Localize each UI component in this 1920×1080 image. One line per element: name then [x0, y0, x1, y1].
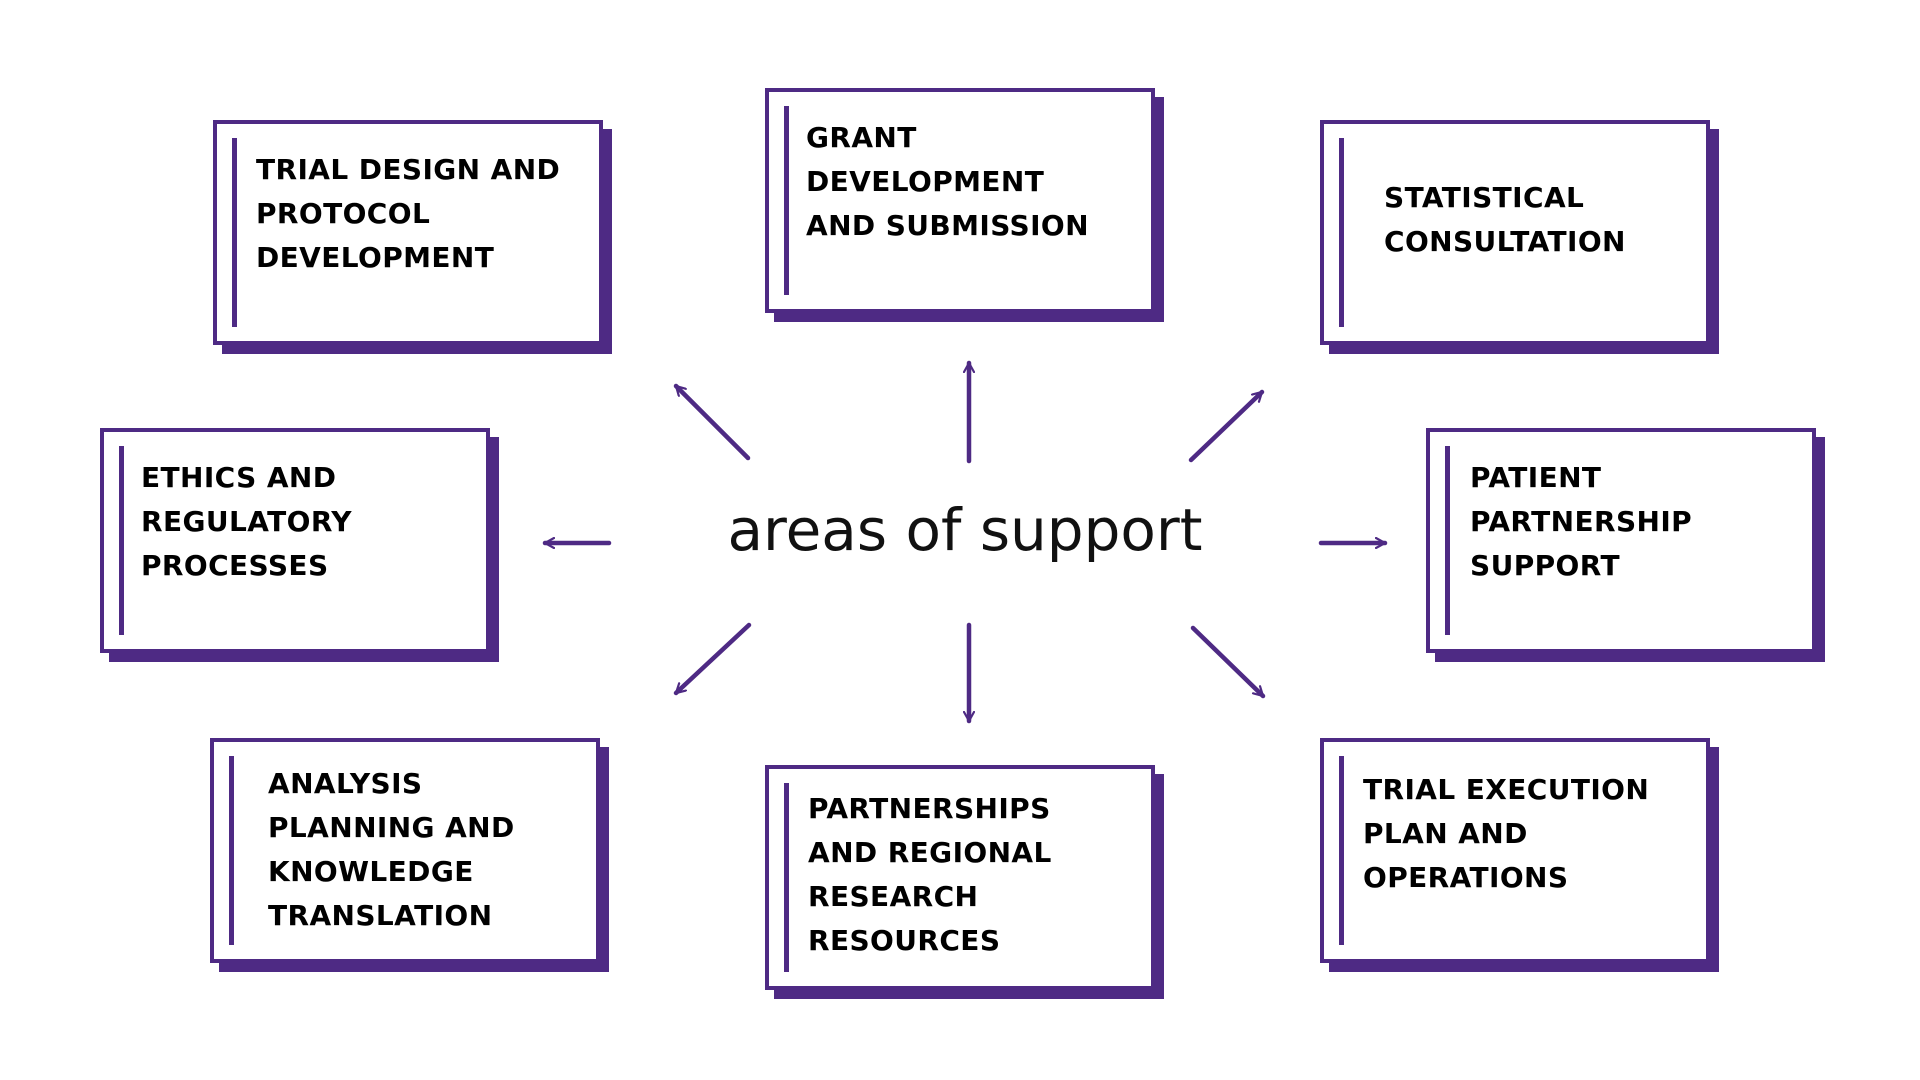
box-trial-design: TRIAL DESIGN AND PROTOCOL DEVELOPMENT	[213, 120, 603, 345]
box-label: ETHICS AND REGULATORY PROCESSES	[141, 461, 352, 582]
box-ethics: ETHICS AND REGULATORY PROCESSES	[100, 428, 490, 653]
box-trial-execution: TRIAL EXECUTION PLAN AND OPERATIONS	[1320, 738, 1710, 963]
arrow-to-trial-execution	[1190, 625, 1266, 699]
box-partnerships: PARTNERSHIPS AND REGIONAL RESEARCH RESOU…	[765, 765, 1155, 990]
accent-bar	[784, 106, 789, 295]
box-grant: GRANT DEVELOPMENT AND SUBMISSION	[765, 88, 1155, 313]
accent-bar	[1339, 756, 1344, 945]
areas-of-support-title: areas of support	[727, 496, 1203, 564]
accent-bar	[1445, 446, 1450, 635]
box-label: PARTNERSHIPS AND REGIONAL RESEARCH RESOU…	[808, 792, 1052, 957]
box-analysis: ANALYSIS PLANNING AND KNOWLEDGE TRANSLAT…	[210, 738, 600, 963]
box-statistical: STATISTICAL CONSULTATION	[1320, 120, 1710, 345]
box-label: TRIAL EXECUTION PLAN AND OPERATIONS	[1363, 773, 1650, 894]
accent-bar	[232, 138, 237, 327]
box-label: TRIAL DESIGN AND PROTOCOL DEVELOPMENT	[256, 153, 561, 274]
arrow-to-analysis	[673, 622, 752, 696]
box-patient: PATIENT PARTNERSHIP SUPPORT	[1426, 428, 1816, 653]
box-label: PATIENT PARTNERSHIP SUPPORT	[1470, 461, 1693, 582]
accent-bar	[784, 783, 789, 972]
box-label: GRANT DEVELOPMENT AND SUBMISSION	[806, 121, 1089, 242]
arrow-to-trial-design	[673, 383, 751, 461]
accent-bar	[1339, 138, 1344, 327]
box-label: ANALYSIS PLANNING AND KNOWLEDGE TRANSLAT…	[268, 767, 515, 932]
arrow-to-statistical	[1188, 389, 1265, 463]
box-label: STATISTICAL CONSULTATION	[1384, 181, 1626, 258]
accent-bar	[229, 756, 234, 945]
accent-bar	[119, 446, 124, 635]
